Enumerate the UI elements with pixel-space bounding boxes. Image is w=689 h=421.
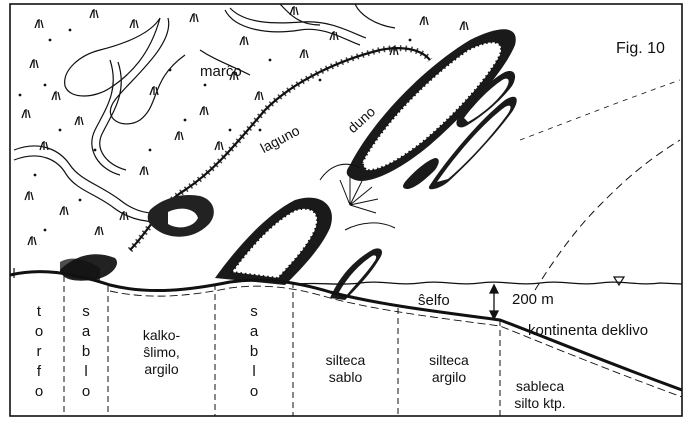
column-sableca-silto: sableca silto ktp. [500,378,580,412]
figure-label: Fig. 10 [616,40,665,58]
slope-contour [535,140,680,290]
column-letter: l [64,362,108,382]
column-line: argilo [398,369,500,386]
column-torfo: t o r f o [14,302,64,402]
column-letter: a [64,322,108,342]
column-line: silto ktp. [500,395,580,412]
shelf-label: ŝelfo [418,292,450,309]
column-letter: o [14,322,64,342]
column-line: ŝlimo, [108,344,215,361]
column-letter: a [215,322,293,342]
column-line: sablo [293,369,398,386]
depth-label: 200 m [512,291,554,308]
column-letter: l [215,362,293,382]
depth-arrow [490,285,498,319]
column-letter: o [64,382,108,402]
slope-label: kontinenta deklivo [528,322,648,339]
column-letter: f [14,362,64,382]
column-letter: s [64,302,108,322]
column-sablo-1: s a b l o [64,302,108,402]
column-letter: s [215,302,293,322]
slope-contour-2 [520,80,680,140]
column-silteca-sablo: silteca sablo [293,352,398,386]
column-letter: r [14,342,64,362]
column-silteca-argilo: silteca argilo [398,352,500,386]
column-sablo-2: s a b l o [215,302,293,402]
column-line: argilo [108,361,215,378]
column-line: silteca [398,352,500,369]
column-letter: t [14,302,64,322]
column-letter: o [215,382,293,402]
barrier-island-main [215,198,332,285]
column-line: kalko- [108,327,215,344]
column-letter: b [215,342,293,362]
column-letter: b [64,342,108,362]
sea-level-marker [614,277,624,285]
inlet-spit [330,248,382,300]
marsh-label: marĉo [200,63,242,80]
column-line: silteca [293,352,398,369]
column-kalkoslimo: kalko- ŝlimo, argilo [108,327,215,378]
column-letter: o [14,382,64,402]
column-line: sableca [500,378,580,395]
